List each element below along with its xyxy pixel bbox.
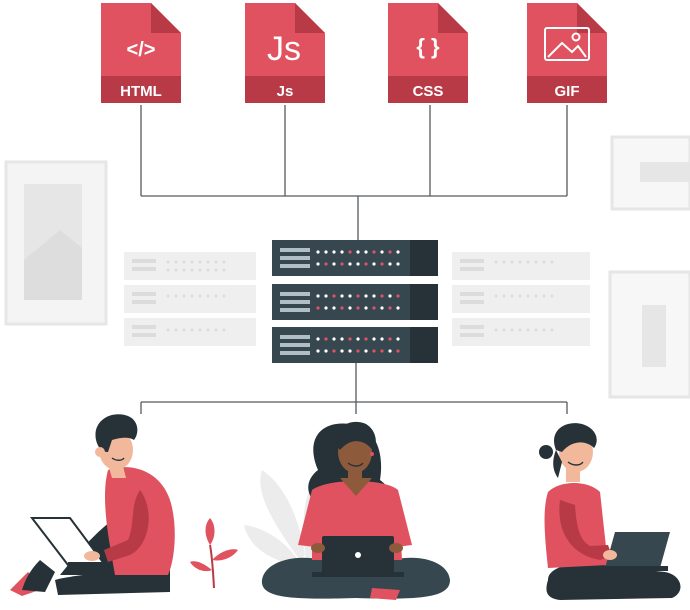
person-right xyxy=(539,423,681,600)
file-symbol: Js xyxy=(267,30,301,68)
file-css-icon: { } CSS xyxy=(388,3,468,103)
file-label-css: CSS xyxy=(413,83,444,100)
file-gif-icon: GIF xyxy=(527,3,607,103)
file-symbol: </> xyxy=(127,39,156,61)
file-label-js: Js xyxy=(277,83,294,100)
background-frame-top-right xyxy=(610,135,690,211)
file-symbol: { } xyxy=(416,34,440,59)
red-plant xyxy=(190,518,238,589)
background-frame-bottom-right xyxy=(608,270,690,399)
image-icon xyxy=(544,27,590,61)
file-html-icon: </> HTML xyxy=(101,3,181,103)
person-middle xyxy=(261,421,450,600)
person-left xyxy=(10,414,175,596)
background-frame-left xyxy=(4,160,108,326)
file-label-html: HTML xyxy=(120,83,162,100)
connector-lines xyxy=(140,105,568,414)
ghost-server-stack-left xyxy=(124,252,256,346)
file-label-gif: GIF xyxy=(555,83,580,100)
server-leds xyxy=(316,250,400,353)
file-js-icon: Js Js xyxy=(245,3,325,103)
server-rack xyxy=(272,240,438,363)
ghost-server-stack-right xyxy=(452,252,590,346)
